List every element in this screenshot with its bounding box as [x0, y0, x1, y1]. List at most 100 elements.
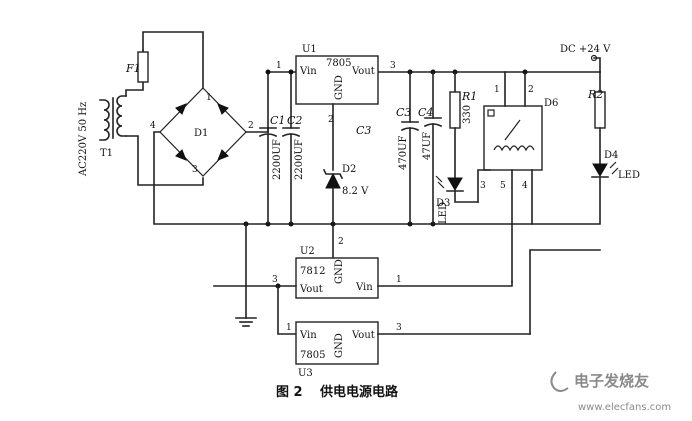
r1-value: 330 [462, 105, 473, 124]
bridge-pin-bottom: 3 [192, 165, 198, 175]
c4-label: C4 [418, 106, 433, 119]
node-rail-1 [265, 69, 271, 75]
led-d4-ref: D4 [604, 150, 618, 161]
u2-ref: U2 [300, 246, 315, 257]
c3b-label: C3 [396, 106, 411, 119]
r1-led-d3-branch: R1 330 D3 LED [435, 71, 479, 224]
bridge-diode-1 [175, 103, 187, 115]
caption-figure-number: 图 2 [276, 385, 303, 400]
bridge-pin-right: 2 [248, 121, 254, 131]
fuse-f1 [137, 51, 149, 83]
u3-pin-out: 3 [396, 323, 402, 333]
r1-ref: R1 [461, 90, 477, 103]
relay-pin-5: 5 [500, 181, 506, 191]
u1-body [295, 55, 379, 105]
u2-body [295, 257, 379, 299]
output-branch: DC +24 V R2 D4 LED [560, 44, 640, 181]
u3-body [295, 321, 379, 365]
u3-pin-in: 1 [286, 323, 292, 333]
c3-label: C3 [356, 124, 371, 137]
u2-part: 7812 [300, 266, 325, 277]
led-d3-ray-1 [435, 175, 443, 183]
relay-pin-1: 1 [494, 85, 500, 95]
u2-pin-out: 3 [272, 275, 278, 285]
bridge-rectifier-d1: D1 1 2 3 4 [150, 87, 601, 225]
u3-gnd: GND [334, 333, 345, 358]
led-d4-ray-1 [609, 161, 617, 169]
r2-ref: R2 [587, 88, 603, 101]
zener-ref: D2 [342, 164, 356, 175]
c1-value: 2200UF [272, 139, 283, 180]
relay-pin-3: 3 [480, 181, 486, 191]
watermark-logo-icon [550, 371, 569, 392]
wire-u2-vin [377, 281, 513, 287]
figure-caption: 图 2 供电电源电路 [276, 384, 399, 400]
u1-ref: U1 [302, 44, 317, 55]
led-d3-body [447, 177, 463, 191]
relay-ref: D6 [544, 98, 558, 109]
fuse-label: F1 [125, 62, 141, 75]
zener-bar [322, 168, 344, 180]
node-rail-2 [288, 69, 294, 75]
relay-coil [493, 145, 535, 152]
u2-vout: Vout [299, 284, 323, 295]
relay-pin3-wire [477, 169, 491, 203]
transformer-label: T1 [100, 148, 113, 159]
output-terminal [590, 54, 598, 62]
regulator-u3: Vin Vout 7805 GND U3 1 3 [286, 249, 601, 379]
bridge-pin-top: 1 [206, 93, 212, 103]
transformer-primary-coil [99, 99, 110, 141]
rail-pin-1: 1 [276, 61, 282, 71]
c2-label: C2 [287, 114, 302, 127]
caption-title: 供电电源电路 [319, 384, 399, 400]
watermark: 电子发烧友 www.elecfans.com [550, 371, 671, 413]
zener-body [325, 172, 341, 189]
u3-vin: Vin [299, 330, 317, 341]
u2-gnd: GND [334, 259, 345, 284]
led-d3-label: LED [438, 202, 449, 224]
c2-value: 2200UF [294, 139, 305, 180]
led-d4-body [592, 163, 608, 177]
u1-vin: Vin [299, 66, 317, 77]
output-label: DC +24 V [560, 44, 611, 55]
led-d4-label: LED [618, 170, 640, 181]
relay-switch-arm [504, 119, 521, 141]
regulator-u2: U2 7812 Vout Vin GND 1 3 [213, 246, 513, 335]
relay-d6: D6 1 2 3 5 4 [477, 71, 558, 283]
led-d3-ref: D3 [436, 198, 450, 209]
u1-pin-gnd: 2 [328, 115, 334, 125]
relay-pin-4: 4 [522, 181, 528, 191]
u1-vout: Vout [351, 66, 375, 77]
regulator-u1: U1 Vin 7805 Vout GND 3 2 C3 [295, 44, 396, 171]
watermark-brand: 电子发烧友 [574, 372, 649, 390]
wire-d3-to-relay [454, 190, 479, 203]
wire-to-u3-in [277, 285, 297, 335]
u3-vout: Vout [351, 330, 375, 341]
zener-d2: D2 8.2 V 2 [322, 164, 369, 259]
bridge-outline [159, 87, 247, 177]
u1-gnd: GND [334, 75, 345, 100]
led-d4-ray-2 [611, 167, 619, 175]
bridge-diode-3 [175, 149, 187, 161]
wire-u3-out-up [529, 249, 601, 335]
wire-secondary-bottom [125, 135, 204, 186]
bridge-pin-left: 4 [150, 121, 156, 131]
relay-corner-mark [487, 109, 495, 117]
c3b-value: 470UF [398, 135, 409, 170]
wire-fuse-to-bridge [142, 31, 204, 89]
r1-body [449, 91, 461, 129]
c4-value: 47UF [422, 132, 433, 160]
u3-part: 7805 [300, 350, 325, 361]
bridge-diode-2 [217, 103, 229, 115]
rail-wires: 1 [243, 57, 601, 227]
ground-symbol [235, 223, 257, 327]
u2-pin-in: 1 [396, 275, 402, 285]
u2-pin-gnd: 2 [338, 237, 344, 247]
wire-ground-rail [153, 131, 601, 225]
transformer-secondary-coil [116, 95, 127, 137]
u1-pin-out: 3 [390, 61, 396, 71]
capacitors-output: C3 470UF C4 47UF [396, 71, 443, 225]
bridge-label: D1 [194, 128, 208, 139]
ac-source-label: AC220V 50 Hz [78, 102, 89, 177]
